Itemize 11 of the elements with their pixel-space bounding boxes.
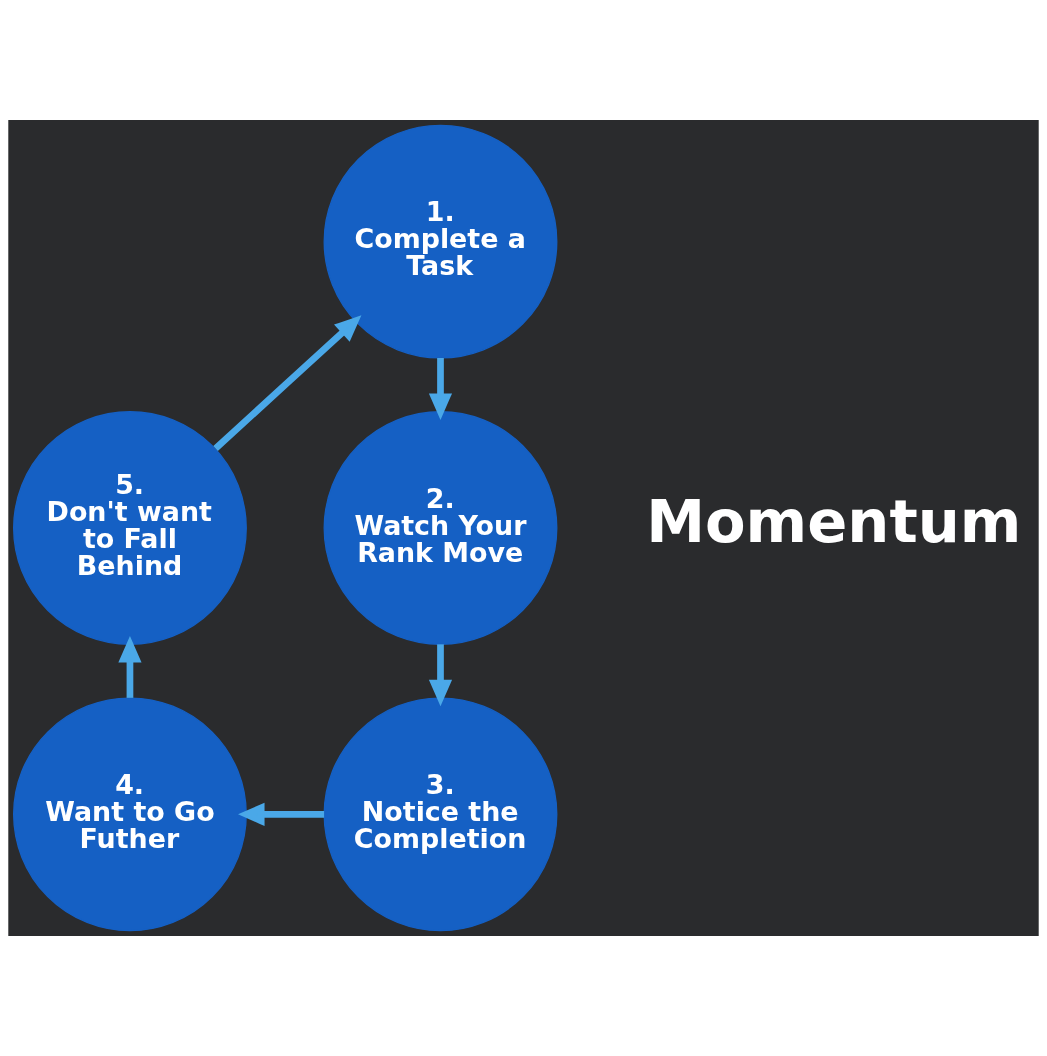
arrow [213,315,362,451]
arrow [428,357,453,420]
label: Momentum [646,486,1022,556]
arrow [118,635,142,698]
arrow [428,644,453,707]
node-circle: 2. Watch Your Rank Move [323,411,558,645]
node-circle: 1. Complete a Task [323,124,558,359]
node-circle: 4. Want to Go Futher [13,697,247,932]
node-circle: 3. Notice the Completion [323,697,558,932]
node-circle: 5. Don't want to Fall Behind [13,411,247,645]
arrow [238,802,325,826]
